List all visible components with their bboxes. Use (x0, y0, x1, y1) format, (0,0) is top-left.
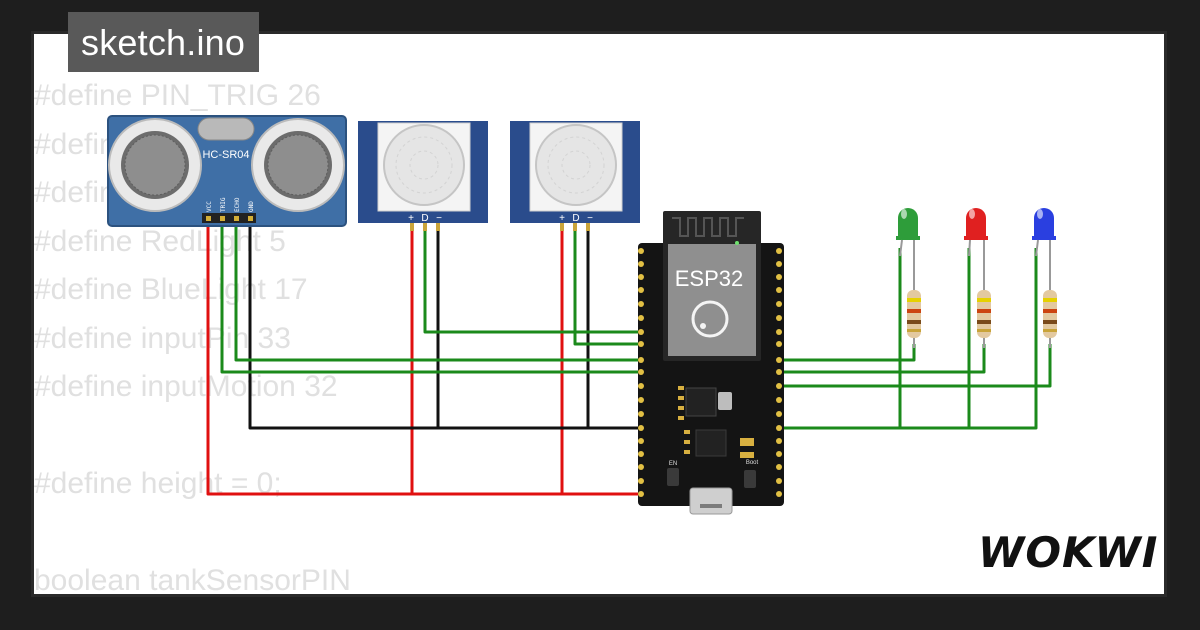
code-line: #define BlueLight 17 (34, 273, 308, 306)
pin-echo-label: ECHO (234, 197, 241, 212)
esp32-board[interactable]: ESP32 (638, 211, 784, 515)
code-line: #define PIN_TRIG 26 (34, 79, 321, 112)
pir1-pin-plus: + (408, 213, 414, 224)
wire-ultrasonic-vcc (206, 226, 641, 496)
pir1-pin-d: D (421, 213, 428, 224)
code-line: boolean tankSensorPIN (34, 564, 351, 597)
wire-ultrasonic-echo (234, 226, 641, 362)
code-line: #define inputPin 33 (34, 321, 291, 355)
wire-ultrasonic-gnd (248, 226, 641, 430)
wire-pir2-signal (573, 228, 641, 346)
wire-led-blue (779, 344, 1052, 388)
en-label: EN (669, 461, 677, 467)
pin-trig-label: TRIG (220, 197, 227, 212)
espressif-logo-icon (691, 300, 729, 338)
wire-pir1-signal (423, 228, 641, 334)
led-red[interactable] (964, 208, 988, 257)
pin-vcc-label: VCC (206, 201, 213, 212)
pir2-pin-plus: + (559, 213, 565, 224)
file-tab[interactable]: sketch.ino (68, 12, 260, 72)
pir2-pin-minus: − (587, 213, 593, 224)
ultrasonic-label: HC-SR04 (202, 149, 249, 161)
resistor-blue[interactable] (1043, 256, 1057, 348)
header-right (776, 248, 782, 497)
led-blue[interactable] (1032, 208, 1056, 257)
pir2-pin-d: D (572, 213, 579, 224)
wire-led-red (779, 344, 986, 374)
resistor-green[interactable] (907, 256, 921, 348)
resistor-red[interactable] (977, 256, 991, 348)
esp32-module: ESP32 (663, 211, 761, 361)
code-line: #define inputMotion 32 (34, 370, 338, 403)
pin-gnd-label: GND (248, 201, 255, 212)
wire-ultrasonic-trig (220, 226, 641, 374)
pir-sensor-2[interactable]: + D − (510, 121, 640, 231)
header-left (638, 248, 644, 497)
led-green[interactable] (896, 208, 920, 257)
ultrasonic-sensor[interactable]: HC-SR04 VCC TRIG ECHO GND (107, 115, 347, 227)
esp32-label: ESP32 (675, 266, 744, 291)
boot-label: Boot (746, 460, 759, 466)
code-line: #define RedLight 5 (34, 224, 286, 258)
wokwi-logo: WOKWI (978, 528, 1159, 577)
ultrasonic-transducer-right (251, 118, 345, 212)
pir-sensor-1[interactable]: + D − (358, 121, 488, 231)
pir1-pin-minus: − (436, 213, 442, 224)
ultrasonic-transducer-left (108, 118, 202, 212)
usb-port-icon (689, 487, 733, 515)
wires (206, 226, 1052, 496)
wire-led-green (779, 344, 916, 362)
board-components: EN Boot (667, 386, 759, 515)
